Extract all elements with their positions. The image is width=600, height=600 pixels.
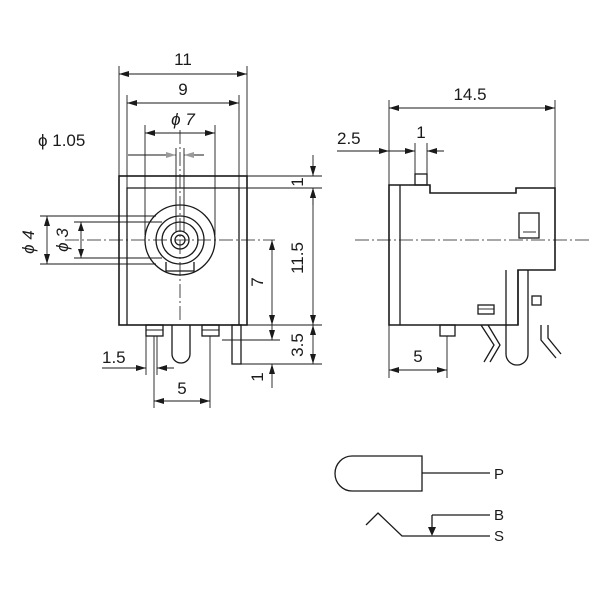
dim-5side-arrow-left [389, 367, 399, 373]
schematic-b-arrow [428, 527, 436, 536]
front-body-outline [118, 175, 248, 326]
dim-phi4-arrow-bottom [44, 254, 50, 264]
side-view [355, 173, 590, 366]
side-rear-window [518, 212, 540, 239]
dim-1-5-arrow-right [157, 365, 167, 371]
side-dimensions: 14.5 2.5 1 5 [337, 85, 556, 378]
dim-1bot-label: 1 [248, 372, 267, 381]
dim-11-5-label: 11.5 [288, 242, 307, 274]
dim-11-arrow-right [237, 71, 247, 77]
dim-1side-arrow-right [427, 148, 437, 154]
dim-7-arrow-top [269, 240, 275, 250]
front-center-pin [171, 325, 191, 364]
dim-11-5-arrow-bottom [310, 315, 316, 325]
dim-phi7-label: ϕ 7 [171, 110, 195, 129]
dim-phi3-arrow-top [78, 222, 84, 231]
dim-9-arrow-left [127, 100, 137, 106]
dim-phi7-arrow-left [145, 130, 155, 136]
dim-14-5-arrow-right [545, 105, 555, 111]
dim-14-5-arrow-left [389, 105, 399, 111]
front-view [65, 130, 275, 365]
dim-5front-label: 5 [177, 379, 186, 398]
dim-3-5-arrow-top [310, 325, 316, 335]
dim-phi105-arrow-right [184, 152, 194, 158]
front-dimensions: 11 9 ϕ 7 ϕ 1.05 ϕ 4 [19, 50, 322, 408]
dim-phi3-arrow-bottom [78, 249, 84, 258]
pin-s-label: S [494, 528, 504, 545]
dim-1-5-label: 1.5 [102, 348, 126, 367]
dim-2-5-arrow-left [379, 148, 389, 154]
side-bent-leg-right [540, 325, 562, 359]
side-small-square [531, 295, 542, 306]
dim-1top-label: 1 [288, 177, 307, 186]
dim-phi7-arrow-right [205, 130, 215, 136]
schematic-plug [334, 455, 423, 492]
side-top-nub [414, 173, 428, 186]
dim-3-5-arrow-bottom [310, 354, 316, 364]
dim-1side-label: 1 [416, 123, 425, 142]
dim-1bot-arrow-lower [269, 364, 275, 374]
side-bottom-pad [439, 324, 456, 337]
front-left-pad [145, 324, 164, 337]
dim-phi3-label: ϕ 3 [53, 228, 72, 252]
dim-phi105-label: ϕ 1.05 [38, 131, 85, 150]
dim-phi4-arrow-top [44, 216, 50, 226]
dim-1top-arrow-upper [310, 166, 316, 176]
dim-2-5-arrow-right [405, 148, 415, 154]
dim-5front-arrow-left [154, 398, 164, 404]
dim-3-5-label: 3.5 [288, 333, 307, 357]
dim-11-label: 11 [174, 50, 192, 69]
dim-1-5-arrow-left [136, 365, 146, 371]
dim-2-5-label: 2.5 [337, 129, 361, 148]
dim-phi105-arrow-left [166, 152, 176, 158]
front-side-tab [231, 324, 242, 365]
side-bent-leg-left [480, 324, 501, 363]
dim-5front-arrow-right [200, 398, 210, 404]
side-slot [477, 304, 495, 315]
dim-9-label: 9 [178, 80, 187, 99]
dim-1bot-arrow-upper [269, 330, 275, 340]
pin-b-label: B [494, 507, 504, 524]
schematic-symbol: P B S [334, 455, 504, 545]
dim-5side-arrow-right [437, 367, 447, 373]
dim-11-5-arrow-top [310, 188, 316, 198]
dim-11-arrow-left [119, 71, 129, 77]
dim-7-label: 7 [248, 277, 267, 286]
dim-phi4-label: ϕ 4 [19, 230, 38, 254]
dim-5side-label: 5 [413, 347, 422, 366]
side-body-outline [388, 184, 556, 326]
dim-14-5-label: 14.5 [453, 85, 486, 104]
schematic-s-spring [365, 512, 490, 537]
side-round-pin [505, 270, 529, 366]
pin-p-label: P [494, 466, 504, 483]
dim-7-arrow-bottom [269, 315, 275, 325]
front-right-pad [201, 324, 220, 337]
dim-9-arrow-right [229, 100, 239, 106]
